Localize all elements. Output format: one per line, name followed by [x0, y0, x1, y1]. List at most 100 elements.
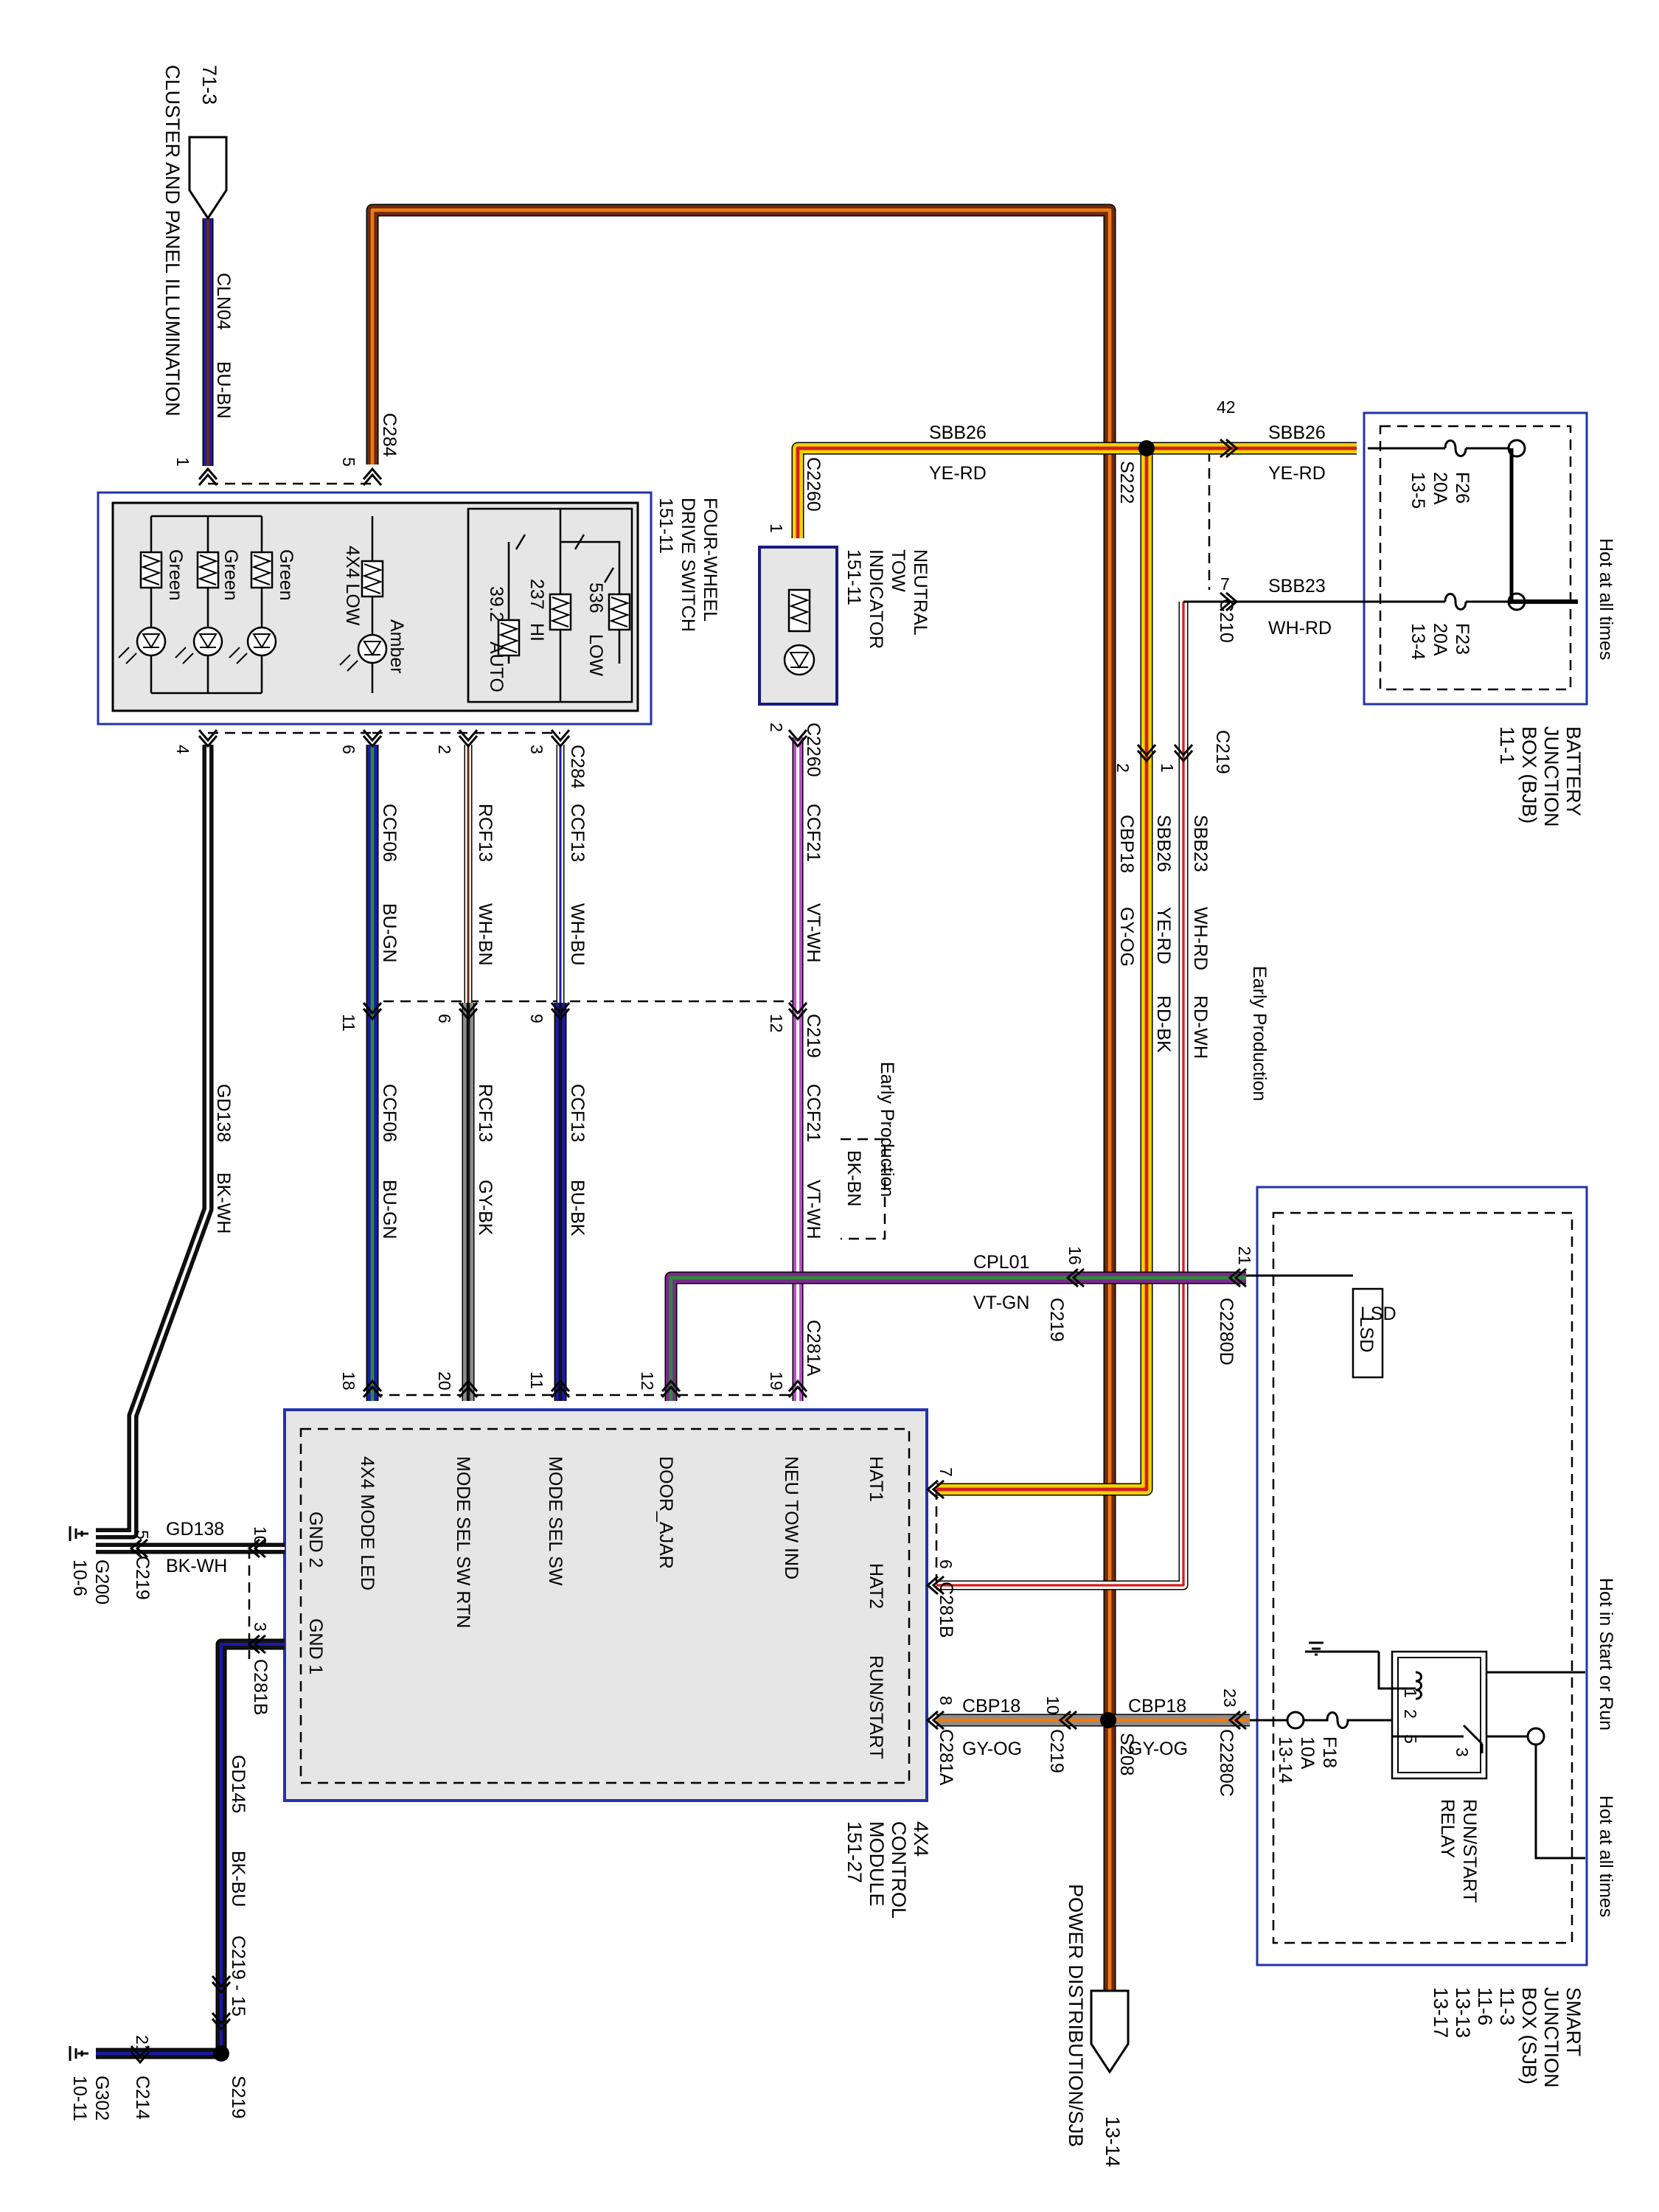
rd-wh-label: RD-WH: [1190, 995, 1211, 1059]
bjb-line3: BOX (BJB): [1518, 726, 1540, 824]
led-amber-diode: [363, 641, 382, 656]
r39-label: 39.2: [486, 586, 507, 622]
module-ref: 151-27: [844, 1821, 866, 1883]
c281a-right: C281A: [936, 1729, 956, 1786]
splices: [213, 440, 1155, 2062]
chevron-b2: [1136, 744, 1157, 763]
relay-pin-5: 5: [1401, 1734, 1420, 1744]
sjb-hot-start-run: Hot in Start or Run: [1596, 1578, 1616, 1731]
c281a-top: C281A: [803, 1320, 824, 1377]
chevron-4: [458, 729, 479, 748]
chevron-c7: [247, 1538, 266, 1559]
chevron-5: [550, 729, 571, 748]
pin-c219-1: 1: [1158, 763, 1177, 773]
early-production-rd: Early Production: [1249, 966, 1270, 1101]
chevron-14: [787, 1379, 808, 1398]
chevron-7: [458, 1002, 479, 1021]
rcf13-name-a: RCF13: [475, 804, 495, 862]
chevron-c3: [925, 1575, 945, 1596]
f23-ref: 13-4: [1408, 623, 1428, 660]
low-label: LOW: [585, 634, 606, 676]
pin-sw-4: 4: [173, 745, 192, 754]
wire-harness: [96, 204, 1357, 2059]
g200-name: G200: [91, 1559, 112, 1604]
f18-name: F18: [1319, 1736, 1340, 1768]
c210-label: C210: [1216, 599, 1237, 643]
sjb-ref-1: 11-3: [1496, 1987, 1518, 2025]
f26-ref: 13-5: [1408, 472, 1428, 509]
gd138-name-b: GD138: [166, 1519, 224, 1540]
sbb26-name-c: SBB26: [1153, 815, 1174, 872]
chevron-c6: [1228, 1710, 1247, 1731]
c284-bottom: C284: [567, 745, 588, 789]
cbp18-color-c: GY-OG: [1128, 1739, 1188, 1759]
pin-c219-2: 2: [1113, 763, 1133, 773]
ccf21-name-a: CCF21: [803, 804, 824, 862]
chevron-12: [550, 1379, 571, 1398]
run-start-label: RUN/START: [866, 1655, 886, 1759]
neutral-tow-line3: INDICATOR: [866, 549, 886, 649]
pin-c219-11: 11: [339, 1014, 358, 1032]
smart-junction-box: [1256, 1186, 1588, 1966]
sbb23-name-b: SBB23: [1190, 815, 1211, 872]
wire-sbb26-hat1: [936, 448, 1153, 1496]
green-label-a: Green: [165, 549, 186, 600]
module-line1: 4X4: [910, 1821, 932, 1857]
pin-mod-20: 20: [435, 1371, 454, 1391]
wire-sbb23-hat2: [936, 602, 1189, 1590]
pin-cluster-1: 1: [173, 457, 192, 467]
ccf21-color-a: VT-WH: [803, 903, 824, 963]
led-amber-rays: [339, 654, 358, 672]
gd138-color-a: BK-WH: [213, 1172, 234, 1234]
green-led-bus: [151, 515, 262, 695]
led-green-a: [136, 626, 167, 657]
connector-dashes: [208, 451, 1211, 1659]
led-green-a-rays: [118, 647, 137, 664]
chevron-b3: [1173, 744, 1194, 763]
bjb-ref: 11-1: [1496, 726, 1518, 765]
f23-amps: 20A: [1430, 623, 1450, 656]
chevron-11: [458, 1379, 479, 1398]
ccf21-color-b: VT-WH: [803, 1180, 824, 1239]
led-green-a-resistor-zig: [141, 554, 161, 585]
power-dist-ref: 13-14: [1102, 2116, 1124, 2167]
cbp18-name-c: CBP18: [1128, 1696, 1186, 1717]
c281b-right: C281B: [936, 1582, 956, 1638]
pin-mod-18: 18: [339, 1371, 358, 1391]
pin-sw-3: 3: [527, 745, 546, 754]
bjb-line2: JUNCTION: [1540, 726, 1562, 827]
pin-c2260-2: 2: [767, 723, 786, 732]
ccf21-name-b: CCF21: [803, 1084, 824, 1142]
cbp18-color-a: GY-OG: [1116, 907, 1137, 967]
fwd-switch-line1: FOUR-WHEEL: [700, 498, 720, 622]
pin-c284-5: 5: [339, 457, 358, 467]
early-production-bkbn: Early Production: [877, 1062, 897, 1197]
hat1-label: HAT1: [866, 1456, 886, 1502]
neutral-tow-internals: [783, 588, 815, 676]
chevron-15: [787, 729, 808, 748]
sjb-ref-2: 11-6: [1474, 1987, 1496, 2025]
chevron-3: [362, 729, 383, 748]
r237-zig: [550, 597, 571, 627]
green-label-c: Green: [276, 549, 296, 600]
rcf13-name-b: RCF13: [475, 1084, 495, 1142]
c214-label: C214: [132, 2076, 153, 2120]
f18-ref: 13-14: [1275, 1736, 1295, 1784]
pin-mod-7: 7: [936, 1467, 956, 1477]
connector-chevrons: [129, 438, 1247, 2065]
power-dist-name: POWER DISTRIBUTION/SJB: [1065, 1884, 1087, 2147]
sbb26-color-b: YE-RD: [1268, 463, 1326, 484]
lsd-label-text: LSD: [1360, 1304, 1397, 1324]
pin-gnd1-3: 3: [251, 1622, 270, 1632]
wire-cpl01: [664, 1271, 1246, 1401]
pin-mod-6: 6: [936, 1559, 956, 1569]
page-connectors: [188, 136, 1130, 2074]
pin-mod-8: 8: [936, 1696, 956, 1705]
c219-right: C219: [1212, 730, 1233, 774]
ground-symbols: [69, 1526, 88, 2061]
gd145-name: GD145: [228, 1755, 248, 1813]
sjb-line1: SMART: [1562, 1987, 1585, 2056]
wire-gd138: [96, 745, 214, 1540]
sjb-line2: JUNCTION: [1540, 1987, 1562, 2088]
pin-mod-11: 11: [527, 1371, 546, 1389]
